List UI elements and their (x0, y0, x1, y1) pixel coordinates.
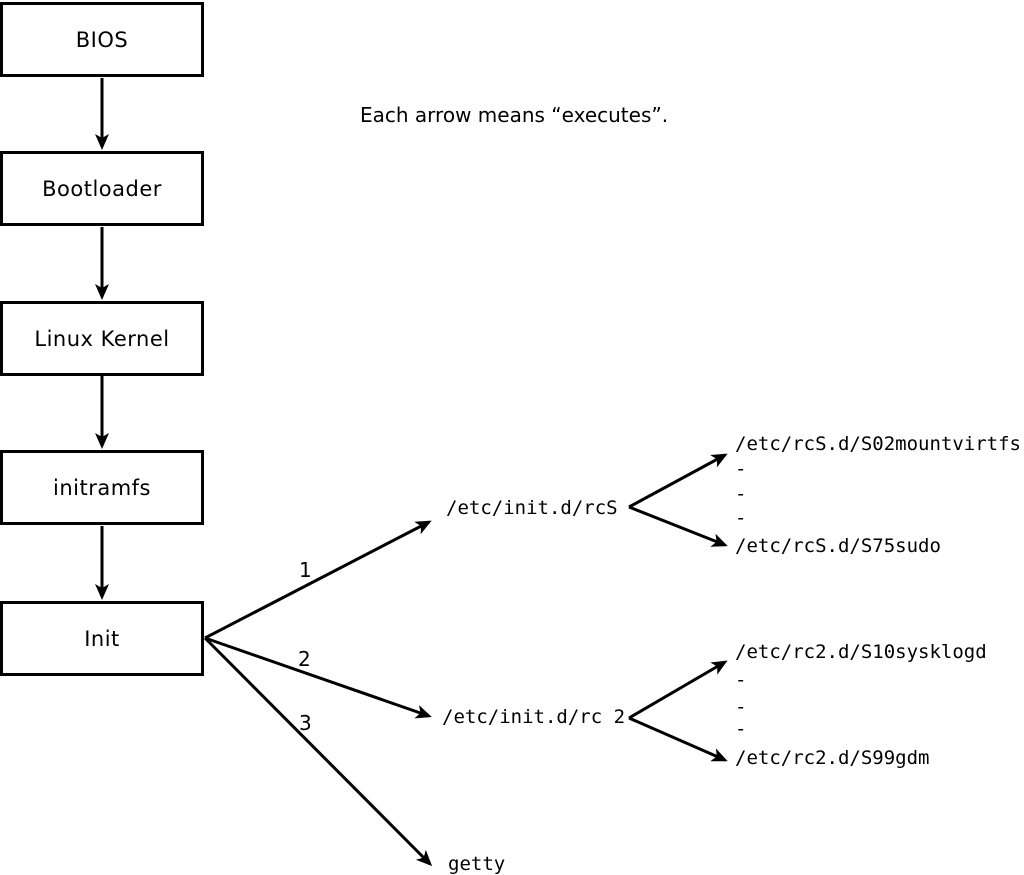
rc2-ellipsis-dash-3: - (735, 718, 747, 740)
edge-order-2: 2 (298, 647, 311, 671)
node-bootloader-label: Bootloader (42, 176, 162, 201)
arrow-rcs-to-last (628, 505, 728, 547)
rc2-ellipsis-dash-2: - (735, 696, 747, 718)
node-initramfs-label: initramfs (52, 475, 151, 500)
arrow-init-to-rc2 (204, 636, 432, 719)
rc2-script-last: /etc/rc2.d/S99gdm (735, 747, 930, 769)
node-getty-label: getty (448, 853, 506, 875)
node-rc2-label: /etc/init.d/rc 2 (442, 706, 626, 728)
rcs-ellipsis-dash-1: - (735, 458, 747, 480)
rc2-script-first: /etc/rc2.d/S10sysklogd (735, 641, 987, 663)
node-bios-label: BIOS (75, 27, 129, 52)
arrow-init-to-rcs (204, 520, 432, 640)
arrow-rc2-to-last (628, 716, 728, 762)
arrow-rc2-to-first (628, 660, 728, 720)
node-initramfs: initramfs (0, 450, 204, 525)
node-init-label: Init (84, 626, 120, 651)
rcs-ellipsis-dash-3: - (735, 507, 747, 529)
node-bootloader: Bootloader (0, 151, 204, 226)
node-bios: BIOS (0, 2, 204, 77)
node-kernel: Linux Kernel (0, 301, 204, 376)
arrow-rcs-to-first (628, 453, 728, 509)
arrow-init-to-getty (203, 636, 433, 867)
rc2-ellipsis-dash-1: - (735, 669, 747, 691)
node-kernel-label: Linux Kernel (34, 326, 170, 351)
rcs-ellipsis-dash-2: - (735, 483, 747, 505)
rcs-script-last: /etc/rcS.d/S75sudo (735, 535, 941, 557)
node-rcs-label: /etc/init.d/rcS (446, 497, 618, 519)
node-init: Init (0, 601, 204, 676)
legend-note: Each arrow means “executes”. (360, 103, 669, 127)
edge-order-1: 1 (299, 558, 312, 582)
rcs-script-first: /etc/rcS.d/S02mountvirtfs (735, 433, 1021, 455)
edge-order-3: 3 (299, 711, 312, 735)
